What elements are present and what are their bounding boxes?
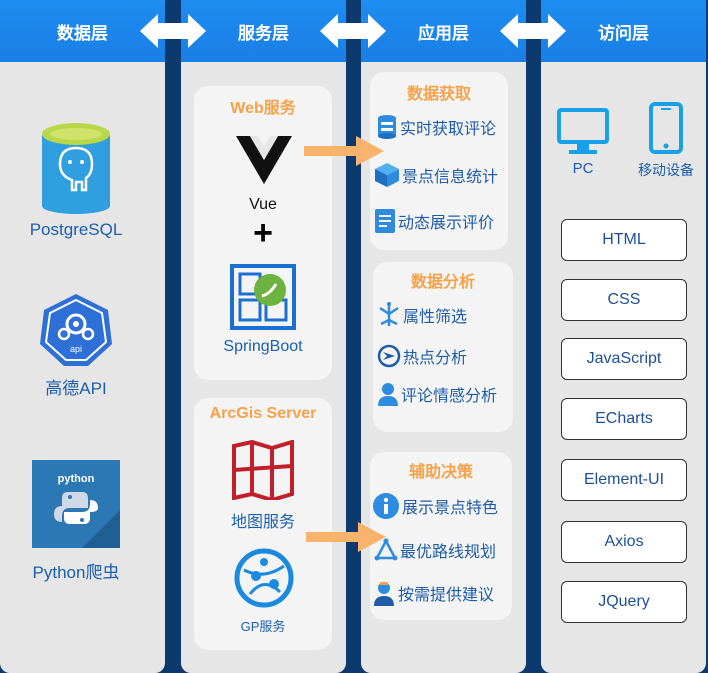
data-acquisition-card: 数据获取 实时获取评论 景点信息统计 动态展示评价 [370,72,508,250]
vue-logo-icon [236,136,292,184]
service-layer-title: 服务层 [181,0,346,62]
pc-monitor-icon [557,108,609,154]
dynamic-review-label: 动态展示评价 [398,215,495,232]
spot-statistics-label: 景点信息统计 [402,169,499,186]
info-icon [373,493,399,519]
mobile-label: 移动设备 [638,162,694,178]
springboot-logo-icon [230,264,296,330]
decision-support-card: 辅助决策 展示景点特色 最优路线规划 按需提供建议 [370,452,512,620]
spot-features-label: 展示景点特色 [402,500,499,517]
postgresql-icon [42,123,110,214]
access-layer-column: 访问层 PC 移动设备 HTML CSS JavaScript ECharts … [541,0,706,673]
double-arrow-2-icon [320,14,386,48]
hotspot-analysis-label: 热点分析 [403,350,468,367]
app-layer-column: 应用层 数据获取 实时获取评论 景点信息统计 动态展示评价 数据分析 属性筛选 … [361,0,526,673]
suggestion-label: 按需提供建议 [398,587,495,604]
cube-icon [375,163,399,187]
globe-network-icon [234,548,294,608]
attribute-filter-label: 属性筛选 [403,309,468,326]
tech-jquery: JQuery [561,581,687,623]
user-icon [378,383,398,406]
app-layer-title: 应用层 [361,0,526,62]
flow-arrow-gis-to-app-icon [306,522,386,552]
map-service-label: 地图服务 [230,514,295,531]
data-analysis-card: 数据分析 属性筛选 热点分析 评论情感分析 [373,262,513,432]
realtime-comments-item: 实时获取评论 [376,114,496,140]
attribute-filter-item: 属性筛选 [377,302,467,328]
sentiment-analysis-item: 评论情感分析 [377,382,497,406]
api-hexagon-icon: api [40,294,112,366]
spot-features-item: 展示景点特色 [372,492,498,520]
mobile-device-icon [649,102,683,154]
suggestion-item: 按需提供建议 [372,580,494,606]
tech-javascript: JavaScript [561,338,687,380]
data-layer-title: 数据层 [0,0,165,62]
vue-label: Vue [249,196,277,213]
database-icon [378,115,396,139]
access-layer-title: 访问层 [541,0,706,62]
compass-icon [377,344,401,368]
dynamic-review-item: 动态展示评价 [374,208,494,234]
web-service-title: Web服务 [230,100,296,117]
document-icon [375,209,395,233]
data-layer-column: 数据层 PostgreSQL api 高德API python Python爬虫 [0,0,165,673]
arcgis-server-title: ArcGis Server [209,405,317,422]
service-layer-column: 服务层 Web服务 Vue + SpringBoot ArcGis Server… [181,0,346,673]
amap-api-label: 高德API [45,379,107,398]
arcgis-server-card: ArcGis Server 地图服务 GP服务 [194,398,332,650]
double-arrow-1-icon [140,14,206,48]
route-planning-item: 最优路线规划 [374,538,496,562]
tech-css: CSS [561,279,687,321]
filter-branch-icon [379,302,399,326]
python-crawler-label: Python爬虫 [32,563,120,582]
gp-service-label: GP服务 [240,619,286,634]
pc-label: PC [572,160,594,177]
plus-sign: + [253,214,273,252]
tech-echarts: ECharts [561,398,687,440]
tech-element-ui: Element-UI [561,459,687,501]
tech-axios: Axios [561,521,687,563]
api-logo-text: api [70,344,82,354]
hotspot-analysis-item: 热点分析 [377,344,467,368]
springboot-label: SpringBoot [223,338,303,355]
decision-support-title: 辅助决策 [408,464,473,481]
tech-html: HTML [561,219,687,261]
postgresql-label: PostgreSQL [29,220,123,239]
data-analysis-title: 数据分析 [410,274,475,291]
route-network-icon [374,538,398,561]
realtime-comments-label: 实时获取评论 [400,121,497,138]
web-service-card: Web服务 Vue + SpringBoot [194,86,332,380]
map-icon [232,440,294,500]
double-arrow-3-icon [500,14,566,48]
flow-arrow-web-to-app-icon [304,136,384,166]
route-planning-label: 最优路线规划 [400,544,497,561]
data-acquisition-title: 数据获取 [406,86,471,103]
python-icon: python [32,460,120,548]
python-logo-text: python [58,473,95,485]
sentiment-analysis-label: 评论情感分析 [401,388,498,405]
spot-statistics-item: 景点信息统计 [374,162,498,188]
advisor-icon [374,582,394,606]
